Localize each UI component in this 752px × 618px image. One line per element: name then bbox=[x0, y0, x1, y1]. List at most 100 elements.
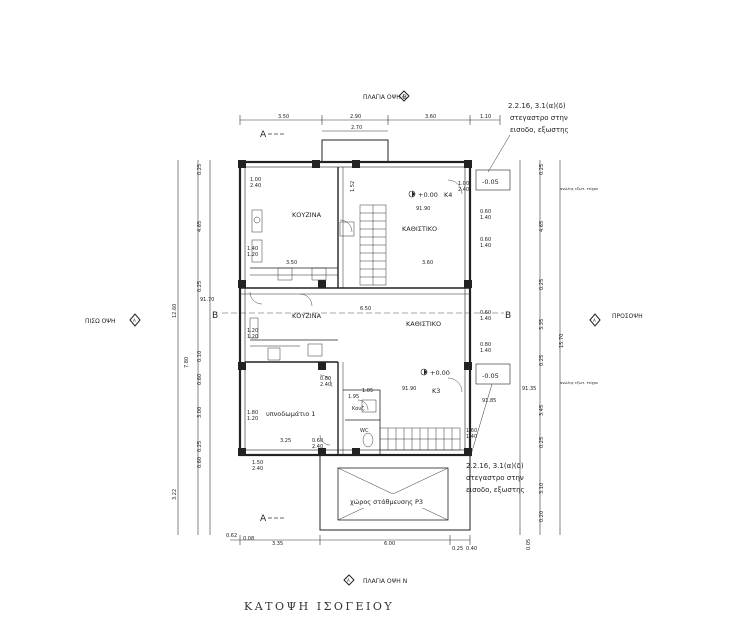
dim-inner-2: 3.60 bbox=[422, 260, 433, 266]
side-label-mid: ανώλης εξωτ. τείχου bbox=[560, 381, 598, 385]
drawing-title: ΚΑΤΟΨΗ ΙΣΟΓΕΙΟΥ bbox=[244, 600, 394, 613]
note-bottom-line1: στεγαστρο στην bbox=[466, 474, 524, 482]
svg-text:1.002.40: 1.002.40 bbox=[458, 181, 469, 193]
facade-back-marker: A bbox=[398, 90, 410, 102]
svg-text:0.10: 0.10 bbox=[197, 351, 203, 362]
dim-top-3: 3.60 bbox=[425, 114, 436, 120]
svg-text:3.45: 3.45 bbox=[539, 405, 545, 416]
left-dimension-chain bbox=[177, 160, 211, 535]
level-k3-ext: -0.05 bbox=[482, 372, 499, 380]
note-top-ref: 2.2.16, 3.1(α)(δ) bbox=[508, 102, 566, 110]
room-living-top: ΚΑΘΙΣΤΙΚΟ bbox=[402, 225, 437, 233]
unit-k3: K3 bbox=[432, 387, 440, 395]
facade-left-label: ΠΙΣΩ ΟΨΗ bbox=[85, 318, 116, 325]
level-marker-k4 bbox=[408, 190, 416, 198]
svg-text:3.00: 3.00 bbox=[197, 407, 203, 418]
svg-text:1.801.20: 1.801.20 bbox=[247, 410, 258, 422]
dim-inner-6: 1.05 bbox=[362, 388, 373, 394]
dim-top-1: 3.50 bbox=[278, 114, 289, 120]
facade-front-label: ΠΛΑΓΙΑ ΟΨΗ Ν bbox=[363, 578, 407, 585]
dim-bottom-2: 0.08 bbox=[243, 536, 254, 542]
svg-text:4.65: 4.65 bbox=[197, 221, 203, 232]
section-a-bottom: A bbox=[260, 514, 267, 524]
note-bottom-line2: εισοδο, εξωστης bbox=[466, 486, 525, 494]
note-top-line1: στεγαστρο στην bbox=[510, 114, 568, 122]
dim-bottom-5: 0.25 bbox=[452, 546, 463, 552]
svg-text:3.22: 3.22 bbox=[172, 489, 178, 500]
svg-text:0.602.40: 0.602.40 bbox=[312, 438, 323, 450]
note-top-line2: εισοδο, εξωστης bbox=[510, 126, 569, 134]
kitchen-fixtures bbox=[249, 209, 327, 361]
level-k4: +0.00 bbox=[418, 191, 438, 199]
dim-bottom-3: 3.35 bbox=[272, 541, 283, 547]
facade-front-marker: A bbox=[343, 574, 355, 586]
svg-text:0.25: 0.25 bbox=[197, 441, 203, 452]
bottom-dimension-chain bbox=[230, 535, 471, 545]
dim-inner-5: 1.95 bbox=[348, 394, 359, 400]
dim-top-4: 1.10 bbox=[480, 114, 491, 120]
svg-text:0.25: 0.25 bbox=[539, 437, 545, 448]
right-dimension-chain bbox=[519, 160, 561, 535]
section-b-left: B bbox=[212, 311, 218, 321]
stair-lower bbox=[379, 427, 461, 451]
level-right-mid: 91.35 bbox=[522, 386, 536, 392]
room-bedroom: υπνοδωμάτιο 1 bbox=[266, 410, 315, 418]
svg-text:15.70: 15.70 bbox=[559, 334, 565, 348]
dim-bottom-6: 0.40 bbox=[466, 546, 477, 552]
svg-text:0.25: 0.25 bbox=[197, 164, 203, 175]
dim-top-2: 2.90 bbox=[350, 114, 361, 120]
svg-text:12.60: 12.60 bbox=[172, 304, 178, 318]
canopy-top bbox=[475, 169, 511, 191]
facade-left-marker: A bbox=[129, 313, 141, 327]
svg-text:3.35: 3.35 bbox=[539, 319, 545, 330]
room-kitchen-mid: ΚΟΥΖΙΝΑ bbox=[292, 312, 322, 320]
svg-text:0.20: 0.20 bbox=[539, 511, 545, 522]
svg-text:0.802.40: 0.802.40 bbox=[320, 376, 331, 388]
svg-text:1.502.40: 1.502.40 bbox=[252, 460, 263, 472]
level-left-mid: 91.70 bbox=[200, 297, 214, 303]
dim-bottom-1: 0.62 bbox=[226, 533, 237, 539]
svg-text:1.601.40: 1.601.40 bbox=[466, 428, 477, 440]
svg-text:0.25: 0.25 bbox=[197, 281, 203, 292]
dim-balcony: 2.70 bbox=[351, 125, 362, 131]
room-wc: WC bbox=[360, 428, 369, 434]
facade-back-label: ΠΛΑΓΙΑ ΟΨΗ Β bbox=[363, 94, 407, 101]
svg-text:A: A bbox=[402, 94, 405, 99]
svg-text:0.801.40: 0.801.40 bbox=[480, 342, 491, 354]
canopy-bottom bbox=[475, 363, 511, 385]
svg-text:0.25: 0.25 bbox=[539, 355, 545, 366]
svg-text:0.25: 0.25 bbox=[539, 164, 545, 175]
svg-text:A: A bbox=[593, 318, 596, 323]
svg-text:0.05: 0.05 bbox=[526, 539, 532, 550]
svg-text:0.601.40: 0.601.40 bbox=[480, 310, 491, 322]
svg-text:0.25: 0.25 bbox=[539, 279, 545, 290]
dim-inner-1: 3.50 bbox=[286, 260, 297, 266]
svg-text:7.80: 7.80 bbox=[184, 357, 190, 368]
facade-right-label: ΠΡΟΣΟΨΗ bbox=[612, 313, 643, 320]
svg-text:0.60: 0.60 bbox=[197, 457, 203, 468]
level-marker-k3 bbox=[420, 368, 428, 376]
unit-k4: K4 bbox=[444, 191, 452, 199]
room-living-mid: ΚΑΘΙΣΤΙΚΟ bbox=[406, 320, 441, 328]
svg-text:A: A bbox=[133, 318, 136, 323]
stair-upper bbox=[359, 204, 387, 286]
svg-text:0.601.40: 0.601.40 bbox=[480, 209, 491, 221]
section-b-right: B bbox=[505, 311, 511, 321]
svg-text:1.002.40: 1.002.40 bbox=[250, 177, 261, 189]
svg-text:0.601.40: 0.601.40 bbox=[480, 237, 491, 249]
level-k4-ext: -0.05 bbox=[482, 178, 499, 186]
room-parking: χώρος στάθμευσης Ρ3 bbox=[350, 498, 423, 506]
svg-text:1.401.20: 1.401.20 bbox=[247, 246, 258, 258]
level-k4-abs: 91.90 bbox=[416, 206, 430, 212]
structural-columns bbox=[238, 160, 472, 456]
side-label-top: ανώλης εξωτ. τείχου bbox=[560, 187, 598, 191]
door-swings bbox=[249, 179, 463, 446]
note-bottom-ref: 2.2.16, 3.1(α)(δ) bbox=[466, 462, 524, 470]
top-balcony bbox=[321, 139, 389, 163]
svg-text:1.201.20: 1.201.20 bbox=[247, 328, 258, 340]
facade-right-marker: A bbox=[589, 313, 601, 327]
right-dimension-texts: 0.25 4.65 0.25 3.35 15.70 0.25 3.45 0.25… bbox=[526, 164, 565, 550]
bathroom-fixtures bbox=[339, 221, 377, 448]
room-kitchen-top: ΚΟΥΖΙΝΑ bbox=[292, 211, 322, 219]
